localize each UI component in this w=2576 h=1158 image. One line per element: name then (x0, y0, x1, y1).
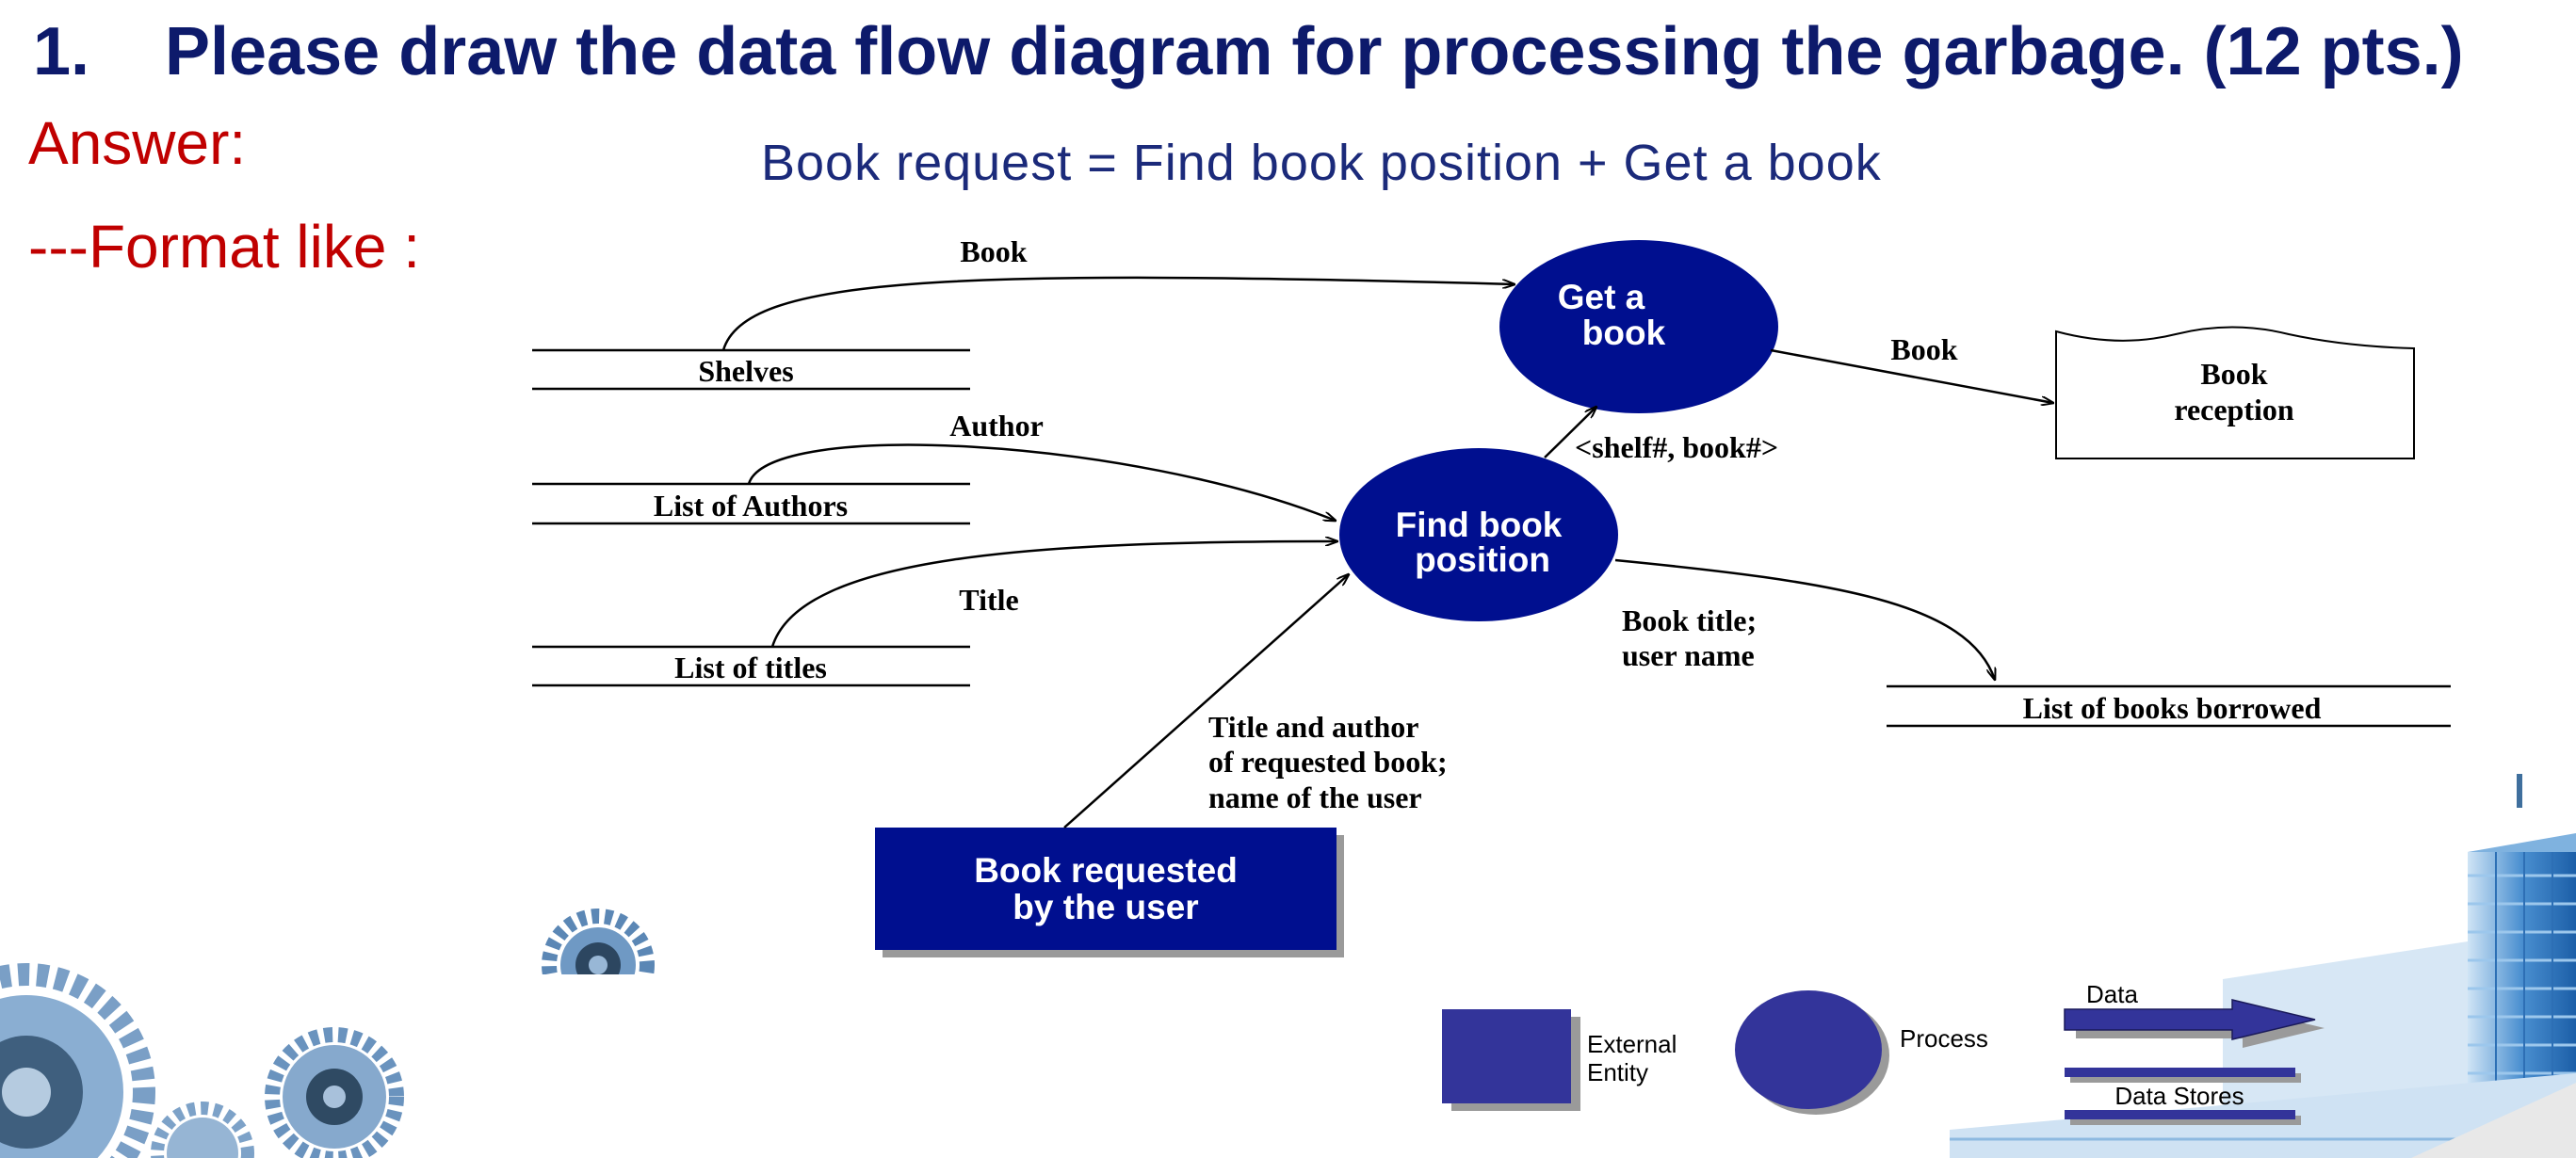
store-authors: List of Authors (532, 482, 970, 525)
store-authors-label: List of Authors (654, 489, 848, 523)
legend-data-flow: Data (2064, 980, 2325, 1048)
legend-data-label: Data (2086, 980, 2138, 1008)
process-get-book-line2: book (1582, 314, 1666, 352)
store-borrowed: List of books borrowed (1887, 684, 2451, 728)
legend-process: Process (1735, 990, 1988, 1115)
legend-data-stores: Data Stores (2065, 1068, 2301, 1125)
question-number: 1. (33, 14, 90, 89)
legend: External Entity Process Data Data Stores (1442, 980, 2325, 1125)
legend-external-line1: External (1587, 1030, 1677, 1058)
gear-icon (151, 1102, 254, 1158)
flow-book-out-label: Book (1890, 332, 1957, 366)
store-titles: List of titles (532, 645, 970, 687)
store-shelves: Shelves (532, 348, 970, 391)
flow-shelf-book: <shelf#, book#> (1544, 407, 1778, 464)
flow-request-line1: Title and author (1208, 710, 1418, 744)
entity-requester-line1: Book requested (974, 851, 1238, 890)
gear-icon (0, 963, 155, 1158)
flow-title: Title (770, 541, 1337, 648)
entity-reception-line1: Book (2200, 357, 2267, 391)
store-shelves-label: Shelves (698, 354, 793, 388)
entity-requester: Book requested by the user (875, 828, 1344, 957)
legend-process-label: Process (1900, 1024, 1988, 1053)
flow-request-line2: of requested book; (1208, 745, 1448, 779)
format-label: ---Format like : (28, 213, 420, 281)
entity-reception: Book reception (2055, 326, 2415, 459)
flow-author-label: Author (949, 409, 1044, 442)
entity-requester-line2: by the user (1013, 888, 1198, 926)
question-text: Please draw the data flow diagram for pr… (165, 14, 2464, 89)
store-titles-label: List of titles (674, 651, 827, 684)
flow-request: Title and author of requested book; name… (1063, 574, 1448, 828)
dfd-equation: Book request = Find book position + Get … (761, 135, 1882, 191)
process-get-book-line1: Get a (1558, 278, 1645, 316)
flow-title-user-line1: Book title; (1622, 603, 1757, 637)
legend-external-entity: External Entity (1442, 1009, 1677, 1111)
flow-title-user: Book title; user name (1614, 558, 1995, 680)
process-find-position-line2: position (1415, 540, 1550, 579)
flow-book-out: Book (1770, 332, 2053, 403)
flow-request-line3: name of the user (1208, 780, 1422, 814)
flow-book-from-shelves: Book (721, 234, 1515, 351)
flow-book-label: Book (960, 234, 1027, 268)
process-find-position: Find book position (1339, 448, 1618, 621)
process-find-position-line1: Find book (1396, 506, 1563, 544)
gear-icon (265, 1027, 404, 1158)
store-borrowed-label: List of books borrowed (2023, 691, 2322, 725)
entity-reception-line2: reception (2174, 393, 2294, 426)
flow-title-user-line2: user name (1622, 638, 1755, 672)
process-get-book: Get a book (1499, 240, 1778, 413)
answer-label: Answer: (28, 109, 247, 177)
question-title: 1. Please draw the data flow diagram for … (33, 13, 2464, 90)
flow-title-label: Title (959, 583, 1018, 617)
flow-shelf-book-label: <shelf#, book#> (1575, 430, 1778, 464)
legend-data-stores-label: Data Stores (2114, 1082, 2244, 1110)
flow-author: Author (747, 409, 1336, 521)
legend-external-line2: Entity (1587, 1058, 1648, 1086)
